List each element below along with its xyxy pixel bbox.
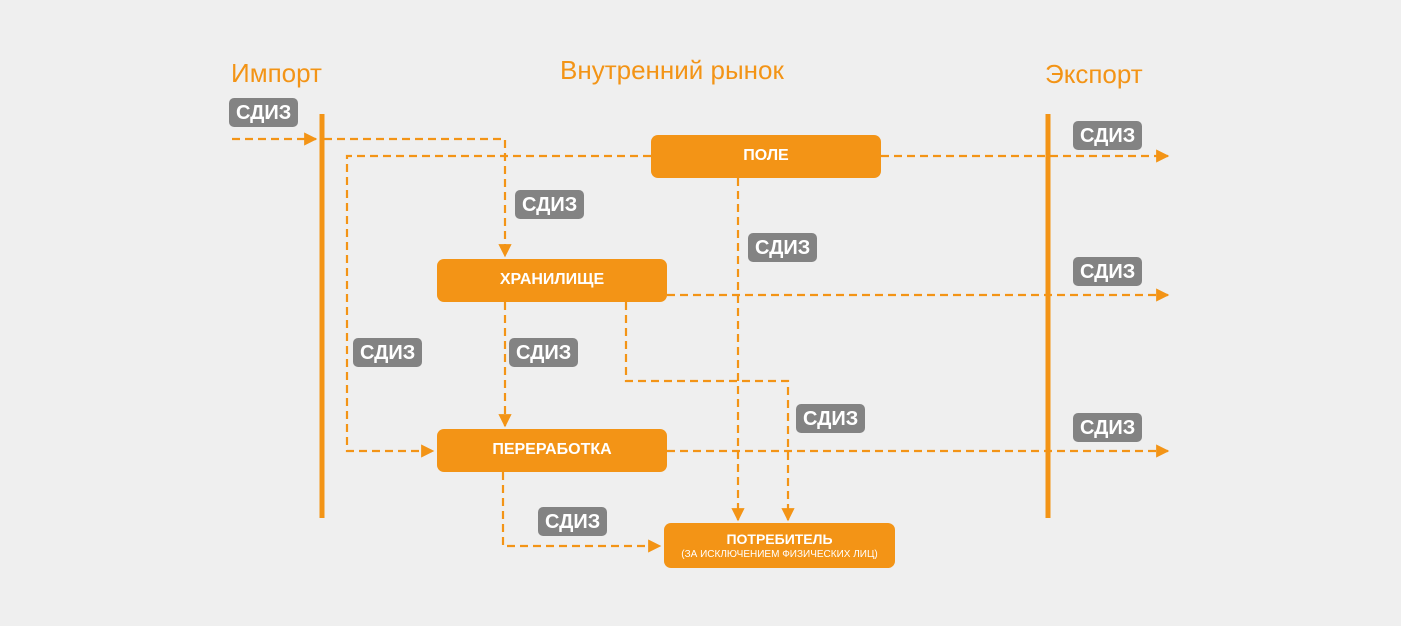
field-node: ПОЛЕ: [651, 135, 881, 178]
sdiz-badge-import: СДИЗ: [229, 98, 299, 127]
processing-label: ПЕРЕРАБОТКА: [492, 441, 612, 459]
processing-node: ПЕРЕРАБОТКА: [437, 429, 667, 472]
consumer-node: ПОТРЕБИТЕЛЬ (ЗА ИСКЛЮЧЕНИЕМ ФИЗИЧЕСКИХ Л…: [664, 523, 895, 568]
consumer-sublabel: (ЗА ИСКЛЮЧЕНИЕМ ФИЗИЧЕСКИХ ЛИЦ): [681, 548, 878, 560]
sdiz-badge-to-storage: СДИЗ: [515, 190, 585, 219]
flow-field-to-processing: [345, 154, 651, 458]
sdiz-badge-processing-consumer: СДИЗ: [538, 507, 608, 536]
domestic-market-header: Внутренний рынок: [560, 55, 784, 85]
export-header: Экспорт: [1045, 59, 1143, 89]
sdiz-badge-export-storage: СДИЗ: [1073, 257, 1143, 286]
sdiz-badge-field-consumer: СДИЗ: [748, 233, 818, 262]
storage-node: ХРАНИЛИЩЕ: [437, 259, 667, 302]
storage-label: ХРАНИЛИЩЕ: [499, 271, 605, 289]
sdiz-badge-storage-consumer: СДИЗ: [796, 404, 866, 433]
consumer-label: ПОТРЕБИТЕЛЬ: [726, 530, 833, 547]
sdiz-badge-storage-processing: СДИЗ: [509, 338, 579, 367]
field-label: ПОЛЕ: [743, 147, 789, 165]
sdiz-badge-export-processing: СДИЗ: [1073, 413, 1143, 442]
sdiz-badge-import-processing: СДИЗ: [353, 338, 423, 367]
import-header: Импорт: [231, 58, 322, 88]
flow-storage-to-consumer: [624, 302, 795, 522]
sdiz-badge-export-field: СДИЗ: [1073, 121, 1143, 150]
